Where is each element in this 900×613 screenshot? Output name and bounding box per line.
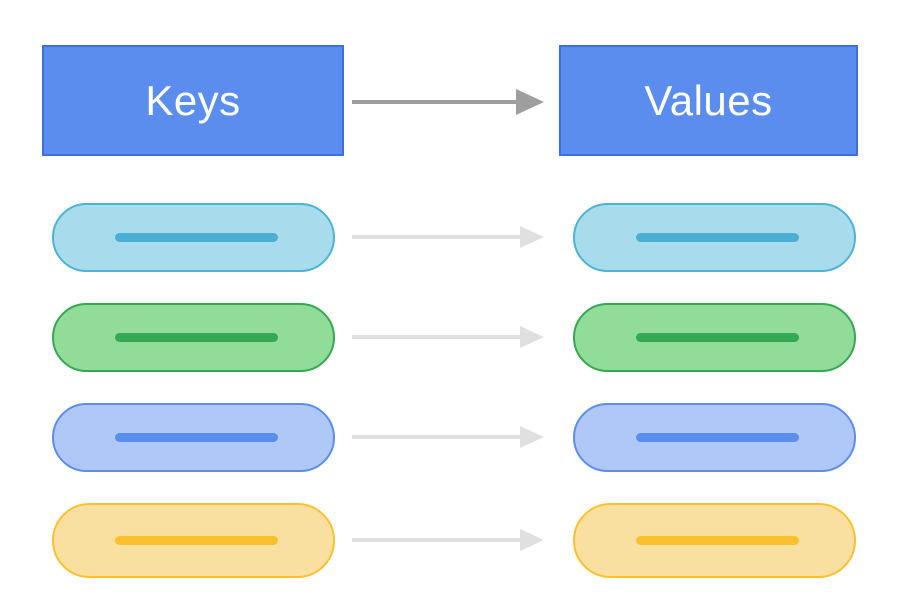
row-arrow-cyan [352, 226, 544, 248]
value-pill-yellow-bar [636, 536, 799, 545]
row-arrow-yellow [352, 529, 544, 551]
value-pill-cyan[interactable] [573, 203, 856, 272]
key-pill-green-bar [115, 333, 278, 342]
row-arrow-blue [352, 426, 544, 448]
value-pill-blue-bar [636, 433, 799, 442]
value-pill-blue[interactable] [573, 403, 856, 472]
key-pill-blue[interactable] [52, 403, 335, 472]
row-arrow-green [352, 326, 544, 348]
key-pill-yellow[interactable] [52, 503, 335, 578]
key-pill-cyan-bar [115, 233, 278, 242]
key-pill-yellow-bar [115, 536, 278, 545]
value-pill-green-bar [636, 333, 799, 342]
keys-to-values-arrow [352, 89, 544, 115]
key-pill-green[interactable] [52, 303, 335, 372]
value-pill-cyan-bar [636, 233, 799, 242]
value-pill-green[interactable] [573, 303, 856, 372]
keys-label: Keys [145, 76, 241, 124]
key-pill-cyan[interactable] [52, 203, 335, 272]
key-pill-blue-bar [115, 433, 278, 442]
keys-header-box[interactable]: Keys [42, 45, 344, 156]
values-header-box[interactable]: Values [559, 45, 858, 156]
values-label: Values [644, 76, 773, 124]
value-pill-yellow[interactable] [573, 503, 856, 578]
